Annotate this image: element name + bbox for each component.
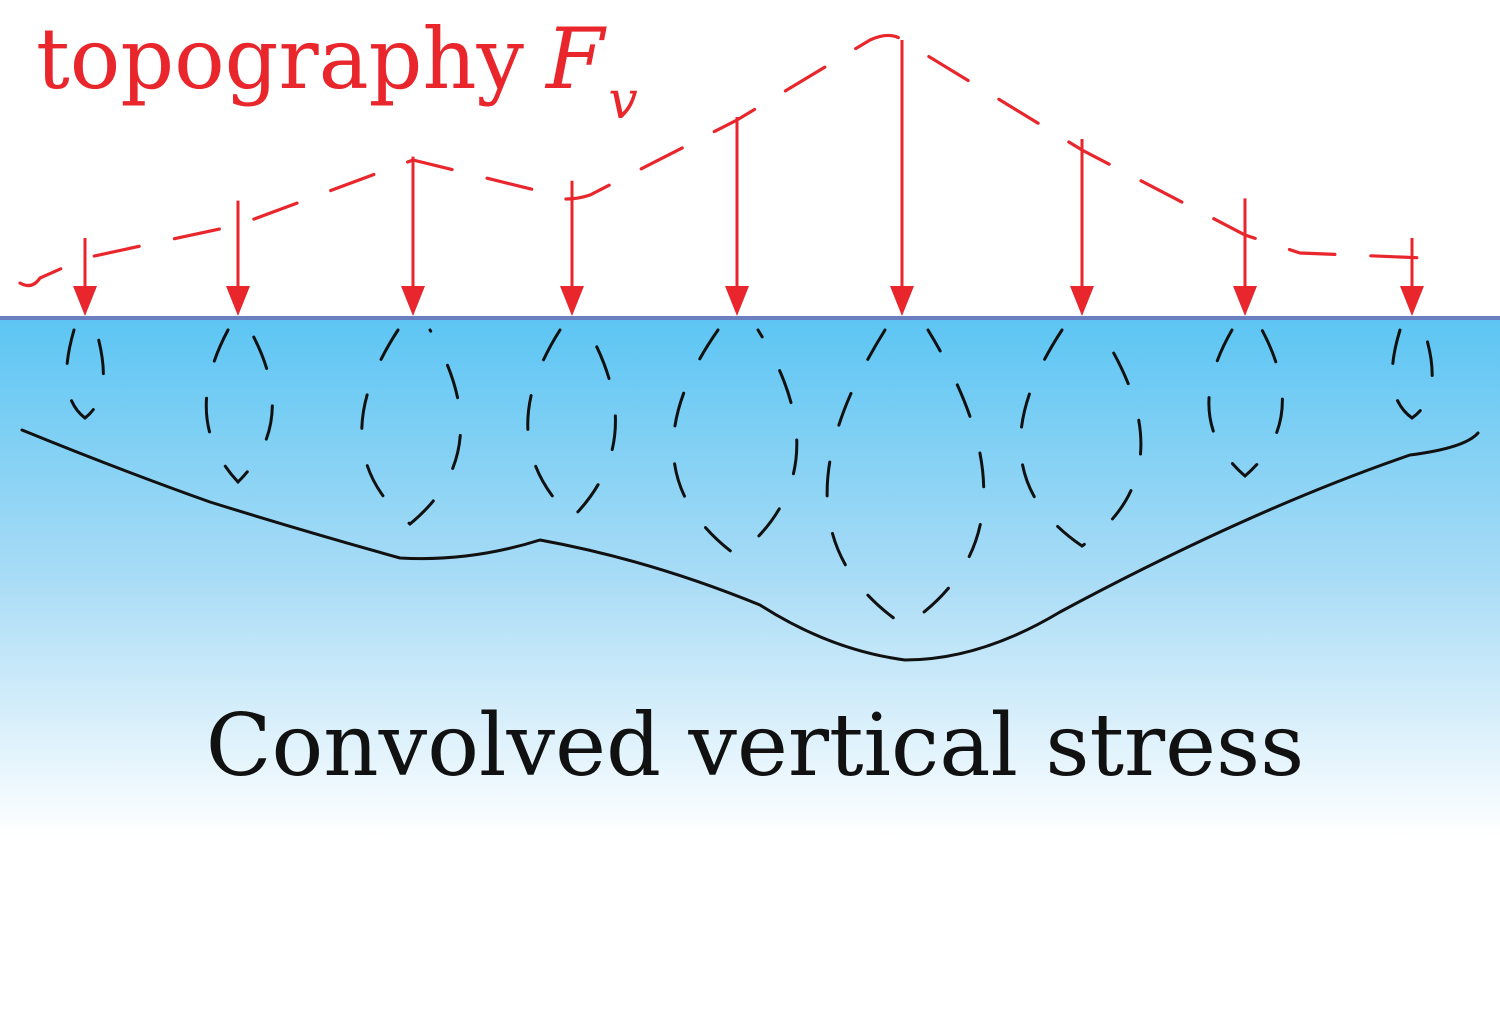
stress-bulb — [1207, 328, 1284, 478]
elastic-medium — [0, 318, 1500, 838]
load-arrow-8 — [1233, 198, 1257, 316]
arrow-head — [1400, 286, 1424, 316]
load-arrow-6 — [890, 40, 914, 316]
arrow-head — [401, 286, 425, 316]
title-subscript: v — [608, 71, 637, 131]
load-arrow-3 — [401, 156, 425, 316]
arrow-head — [1233, 286, 1257, 316]
title-symbol: F — [544, 10, 607, 108]
load-arrow-9 — [1400, 238, 1424, 316]
load-arrow-7 — [1070, 139, 1094, 316]
arrow-head — [73, 286, 97, 316]
stress-bulb — [671, 328, 799, 558]
arrow-head — [560, 286, 584, 316]
topography-profile — [18, 33, 1427, 288]
load-arrow-4 — [560, 180, 584, 316]
arrow-head — [226, 286, 250, 316]
stress-bulb — [1390, 328, 1434, 420]
arrow-head — [725, 286, 749, 316]
title-word: topography — [36, 10, 525, 108]
load-arrows — [73, 40, 1424, 316]
topography-title: topography F v — [36, 10, 638, 131]
load-arrow-5 — [725, 117, 749, 316]
stress-bulb — [204, 328, 274, 485]
stress-bulb — [65, 328, 105, 420]
load-arrow-1 — [73, 238, 97, 316]
stress-bulb — [360, 328, 463, 526]
arrow-head — [1070, 286, 1094, 316]
load-arrow-2 — [226, 200, 250, 316]
arrow-head — [890, 286, 914, 316]
stress-bulb — [1019, 328, 1143, 548]
stress-bulbs — [65, 328, 1434, 628]
stress-contour — [20, 428, 1480, 662]
caption: Convolved vertical stress — [206, 696, 1305, 796]
